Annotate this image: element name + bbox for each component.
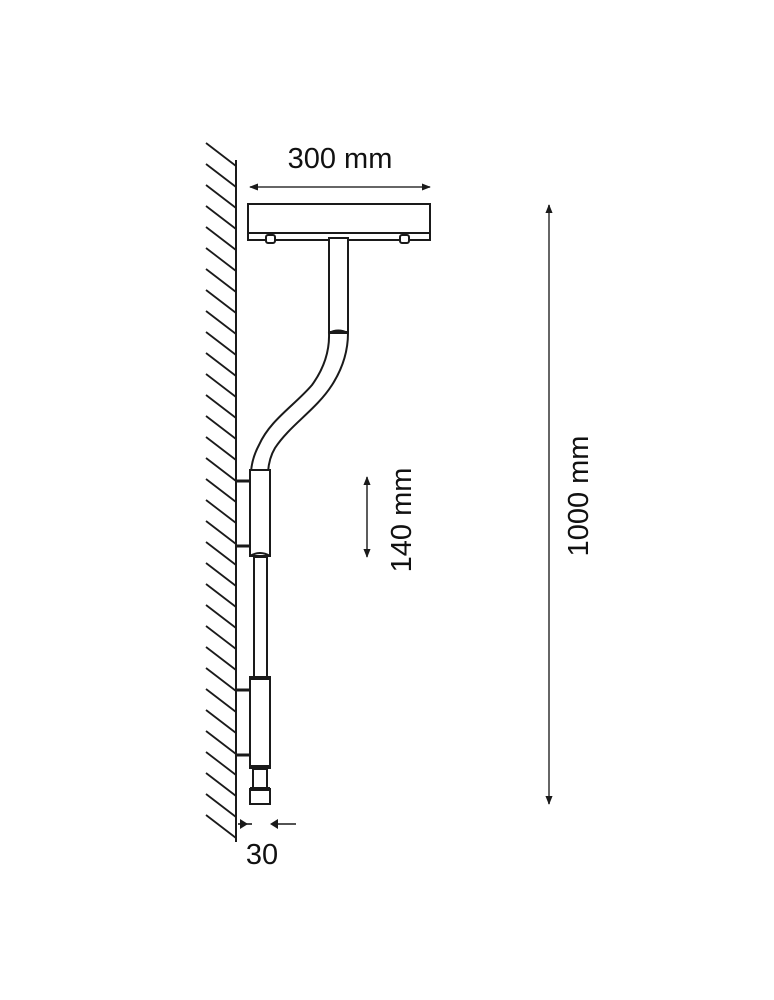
- s-curve-flexible-section: [249, 332, 350, 473]
- dimension-width: 300 mm: [249, 143, 431, 191]
- vertical-stem: [328, 237, 349, 333]
- fixture: [236, 203, 431, 805]
- middle-pipe: [253, 556, 268, 679]
- wall: [205, 142, 237, 842]
- dimension-wall-offset: 30: [238, 819, 296, 871]
- tail-pipe: [252, 768, 268, 790]
- width-label: 300 mm: [288, 143, 393, 175]
- wall-hatching: [205, 142, 237, 839]
- dimension-bracket-spacing: 140 mm: [363, 468, 418, 573]
- ceiling-canopy: [247, 203, 431, 244]
- canopy-nub-left: [265, 234, 276, 244]
- offset-arrow-right: [270, 819, 278, 829]
- lower-wall-bracket-sleeve: [249, 676, 271, 769]
- total-height-label: 1000 mm: [563, 436, 595, 557]
- bracket-spacing-label: 140 mm: [386, 468, 418, 573]
- end-cap: [249, 788, 271, 805]
- upper-wall-bracket-sleeve: [249, 469, 271, 557]
- dimension-total-height: 1000 mm: [545, 204, 595, 805]
- canopy-nub-right: [399, 234, 410, 244]
- wall-offset-label: 30: [246, 839, 278, 871]
- offset-arrow-left: [240, 819, 248, 829]
